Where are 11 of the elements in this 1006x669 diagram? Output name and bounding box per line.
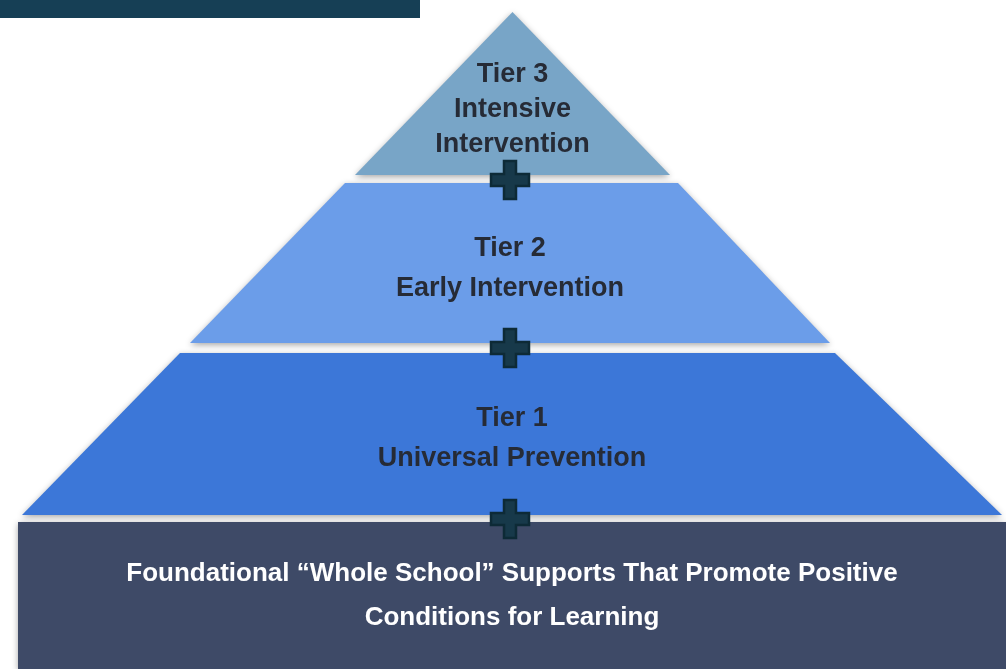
tier-label: Early Intervention <box>395 271 625 304</box>
tier-heading: Tier 3 <box>476 57 549 90</box>
tier-label: Intensive Intervention <box>434 92 591 160</box>
foundation-band <box>18 522 1006 669</box>
tier-heading: Tier 1 <box>476 401 548 434</box>
pyramid-tier <box>22 353 1002 515</box>
tier-heading: Tier 2 <box>474 231 546 264</box>
pyramid-tier <box>190 183 830 343</box>
tier-label: Foundational “Whole School” Supports That Promote Positive Conditions for Learning <box>125 556 899 633</box>
tier-label: Universal Prevention <box>377 441 647 474</box>
pyramid-tier <box>355 12 670 175</box>
